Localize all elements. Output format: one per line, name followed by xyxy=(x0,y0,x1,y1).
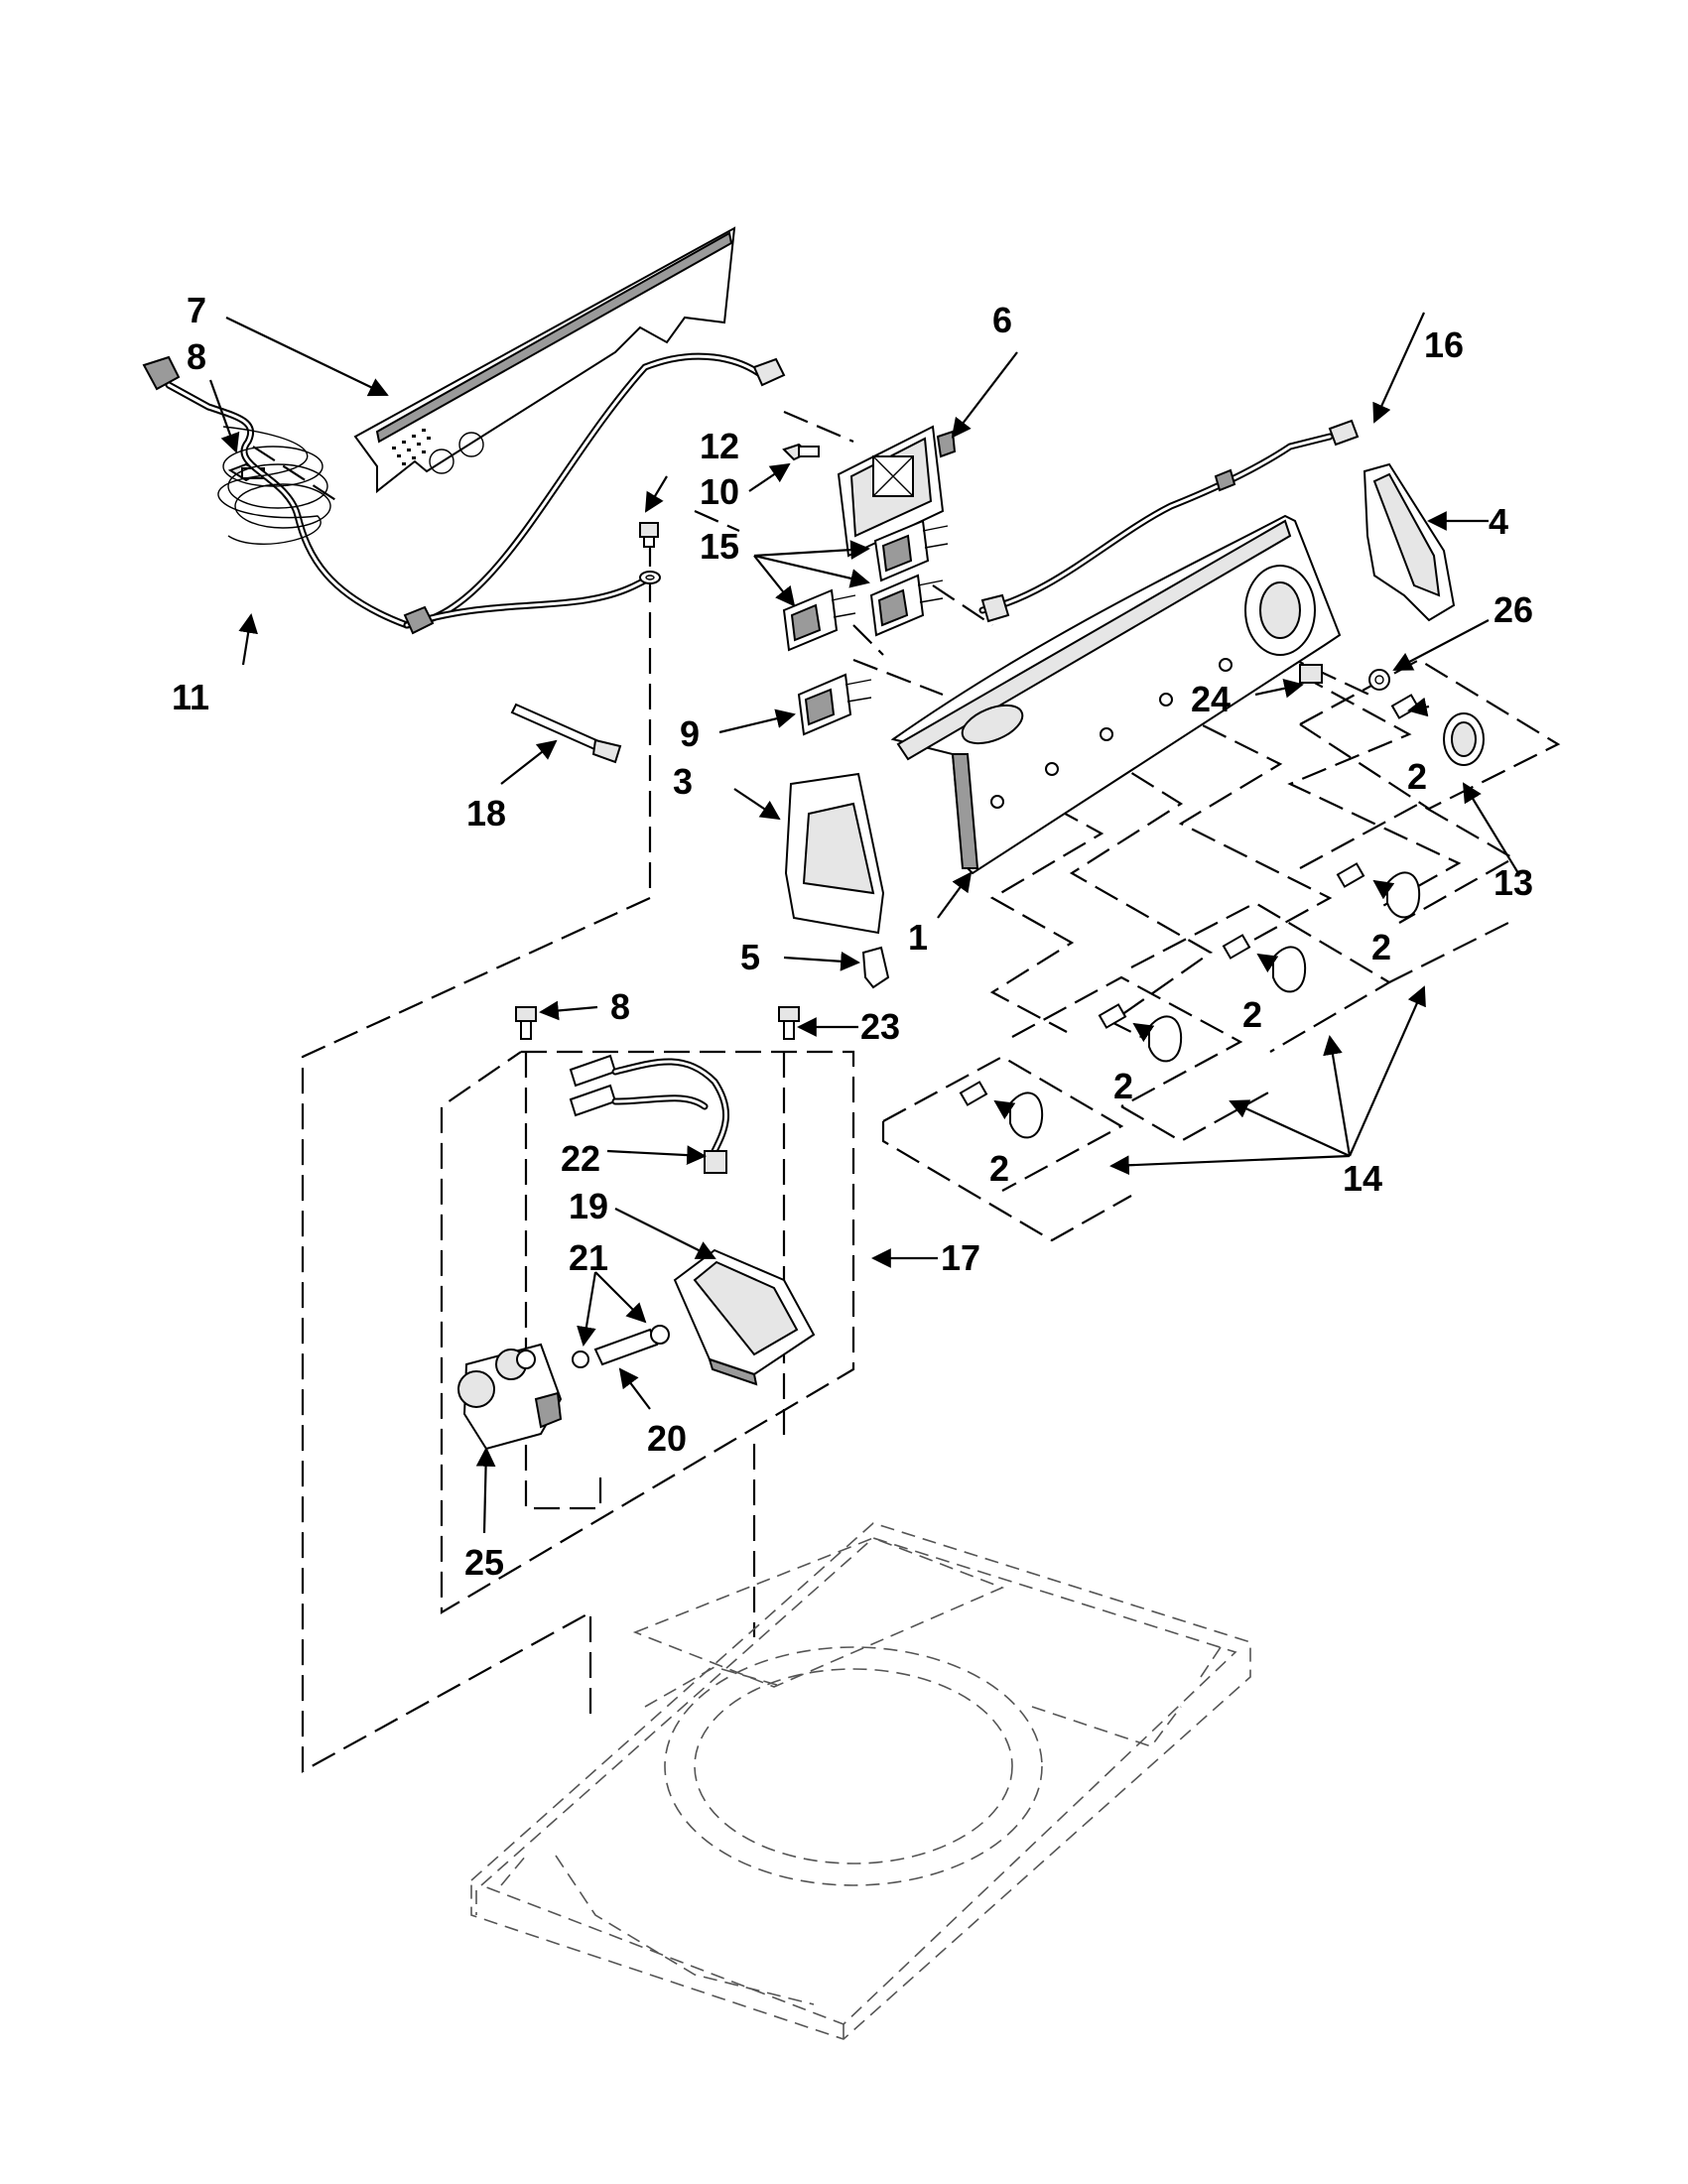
callout-8b: 8 xyxy=(610,986,630,1027)
callout-2e: 2 xyxy=(989,1148,1009,1189)
inlet-hose xyxy=(572,1325,670,1368)
callout-8a: 8 xyxy=(187,336,206,377)
control-module xyxy=(837,425,957,558)
washer-top-base xyxy=(470,1522,1251,2044)
callout-12: 12 xyxy=(700,426,739,466)
switches xyxy=(782,519,949,652)
cable-tie xyxy=(510,703,622,764)
callout-2c: 2 xyxy=(1242,994,1262,1035)
callout-2a: 2 xyxy=(1407,756,1427,797)
callout-14: 14 xyxy=(1343,1158,1382,1199)
callout-19: 19 xyxy=(569,1186,608,1226)
control-console xyxy=(890,514,1342,875)
bezel-hardware xyxy=(1299,664,1390,691)
callout-2b: 2 xyxy=(1371,927,1391,967)
rear-panel xyxy=(353,226,736,494)
knob-group xyxy=(959,694,1485,1139)
callout-9: 9 xyxy=(680,713,700,754)
leader-lines xyxy=(208,312,1519,1534)
callout-6: 6 xyxy=(992,300,1012,340)
callout-25: 25 xyxy=(464,1542,504,1583)
water-valve xyxy=(457,1343,563,1451)
clip xyxy=(861,946,890,989)
callout-20: 20 xyxy=(647,1418,687,1459)
module-screw xyxy=(782,443,820,461)
callout-17: 17 xyxy=(941,1237,980,1278)
callout-21: 21 xyxy=(569,1237,608,1278)
wire-harness xyxy=(978,419,1360,623)
screw-lower-right xyxy=(778,1006,800,1040)
callout-24: 24 xyxy=(1191,679,1231,719)
callout-23: 23 xyxy=(860,1006,900,1047)
callout-4: 4 xyxy=(1489,501,1508,542)
dispenser xyxy=(673,1248,816,1386)
end-cap-right xyxy=(1363,462,1456,622)
screw-lower-left xyxy=(515,1006,537,1040)
callout-7: 7 xyxy=(187,290,206,330)
callout-2d: 2 xyxy=(1113,1066,1133,1106)
callout-26: 26 xyxy=(1493,589,1533,630)
callout-11: 11 xyxy=(172,677,209,717)
callout-18: 18 xyxy=(466,793,506,834)
callout-15: 15 xyxy=(700,526,739,567)
ground-screw xyxy=(639,522,661,584)
callout-1: 1 xyxy=(908,917,928,958)
callout-10: 10 xyxy=(700,471,739,512)
end-cap-left xyxy=(784,772,885,935)
switch-9 xyxy=(797,673,872,736)
callout-13: 13 xyxy=(1493,862,1533,903)
power-cord xyxy=(142,352,786,635)
callout-16: 16 xyxy=(1424,324,1464,365)
callout-3: 3 xyxy=(673,761,693,802)
callout-labels: 1 2 2 2 2 2 3 4 5 6 7 8 8 9 10 11 12 13 … xyxy=(172,290,1533,1583)
callout-5: 5 xyxy=(740,937,760,977)
callout-22: 22 xyxy=(561,1138,600,1179)
